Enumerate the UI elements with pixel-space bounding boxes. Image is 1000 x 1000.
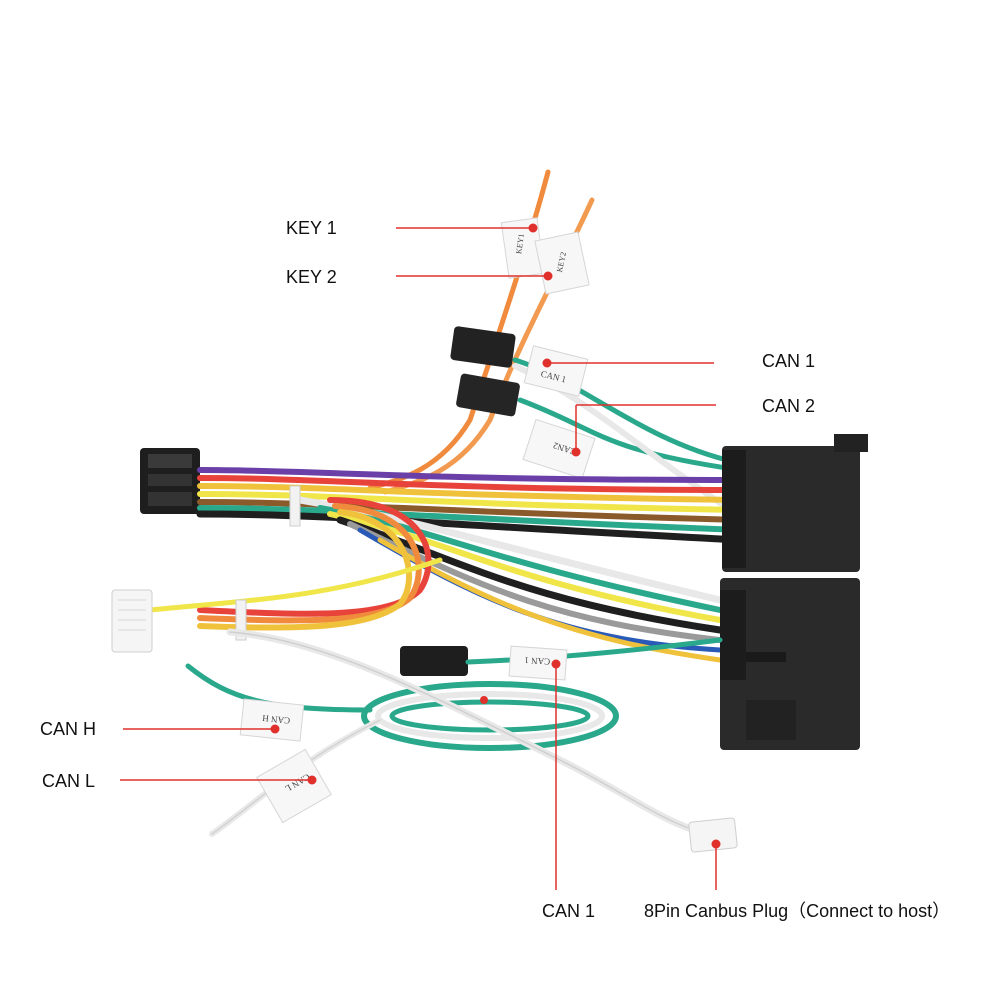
key2-tag: KEY2 (534, 231, 590, 295)
right-lower-connector (720, 578, 860, 750)
can2-top-label: CAN 2 (762, 396, 816, 416)
canh-tag: CAN H (239, 698, 305, 742)
canbus-plug-label: 8Pin Canbus Plug（Connect to host） (644, 901, 951, 921)
canl-tag: CAN L (256, 748, 332, 824)
svg-text:CAN H: CAN H (261, 713, 290, 726)
can-l-label: CAN L (42, 771, 96, 791)
main-wire-bundle (147, 467, 744, 663)
can-top-plugs: CAN 1 CAN2 (450, 326, 748, 523)
can1-top-label: CAN 1 (762, 351, 816, 371)
svg-text:KEY2: KEY2 (555, 251, 568, 273)
key2-label: KEY 2 (286, 267, 337, 287)
can-h-label: CAN H (40, 719, 97, 739)
callouts (120, 223, 721, 890)
8pin-white-plug-left (111, 589, 153, 653)
bottom-can-assembly: CAN 1 CAN H CAN L (185, 628, 738, 853)
right-upper-connector (722, 434, 868, 572)
svg-text:KEY1: KEY1 (514, 233, 526, 255)
can1-bottom-label: CAN 1 (542, 901, 596, 921)
can2-top-tag: CAN2 (522, 418, 596, 480)
key1-label: KEY 1 (286, 218, 337, 238)
left-harness-connector (140, 448, 200, 514)
can1-top-tag: CAN 1 (523, 345, 589, 397)
can1-bottom-tag: CAN 1 (508, 645, 568, 681)
svg-text:CAN 1: CAN 1 (524, 655, 550, 667)
